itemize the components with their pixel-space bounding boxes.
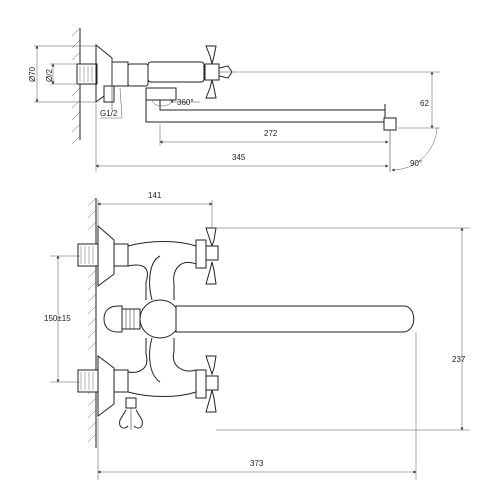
label-dia-nut: Ø70 [28,66,37,82]
dim-width-373: 373 [97,332,417,480]
label-rotation: 360° [177,98,194,107]
label-total-width: 373 [250,459,264,468]
front-lower-inlet [77,355,129,417]
front-wall [87,197,97,448]
front-lower-handle [195,355,219,413]
dim-spout-272: 272 [159,124,389,146]
label-dia-pipe: Ø/2 [45,69,54,82]
dim-diameter-pipe: Ø/2 [45,63,78,85]
front-view: 141 150±15 237 373 [44,191,470,480]
label-spout-length: 272 [264,129,278,138]
front-upper-handle [195,227,219,285]
top-wall [71,27,81,145]
label-height-offset: 62 [420,99,429,108]
top-view: Ø70 Ø/2 G1/2 360° 272 [28,27,440,172]
dim-angle-90: 90° [391,127,438,172]
top-valve-body [103,60,214,110]
front-upper-inlet [77,224,129,287]
label-tilt-angle: 90° [410,159,422,168]
label-handle-offset: 141 [148,191,162,200]
front-shower-holder [119,397,143,430]
top-spout [145,100,397,172]
dim-diameter-70: Ø70 [28,45,96,103]
dim-height-237: 237 [216,227,470,431]
label-center-distance: 150±15 [44,314,71,323]
dim-height-62: 62 [218,71,440,129]
dim-overall-345: 345 [95,104,389,172]
label-total-height: 237 [452,355,466,364]
dim-center-150: 150±15 [44,255,80,383]
label-overall-length: 345 [232,153,246,162]
front-diverter [103,305,141,333]
dim-handle-141: 141 [97,191,213,228]
dim-thread-g12: G1/2 [100,87,123,119]
label-thread: G1/2 [100,109,118,118]
dim-rotation-360: 360° [151,98,200,107]
top-eccentric [76,63,98,85]
front-spout [175,305,415,333]
